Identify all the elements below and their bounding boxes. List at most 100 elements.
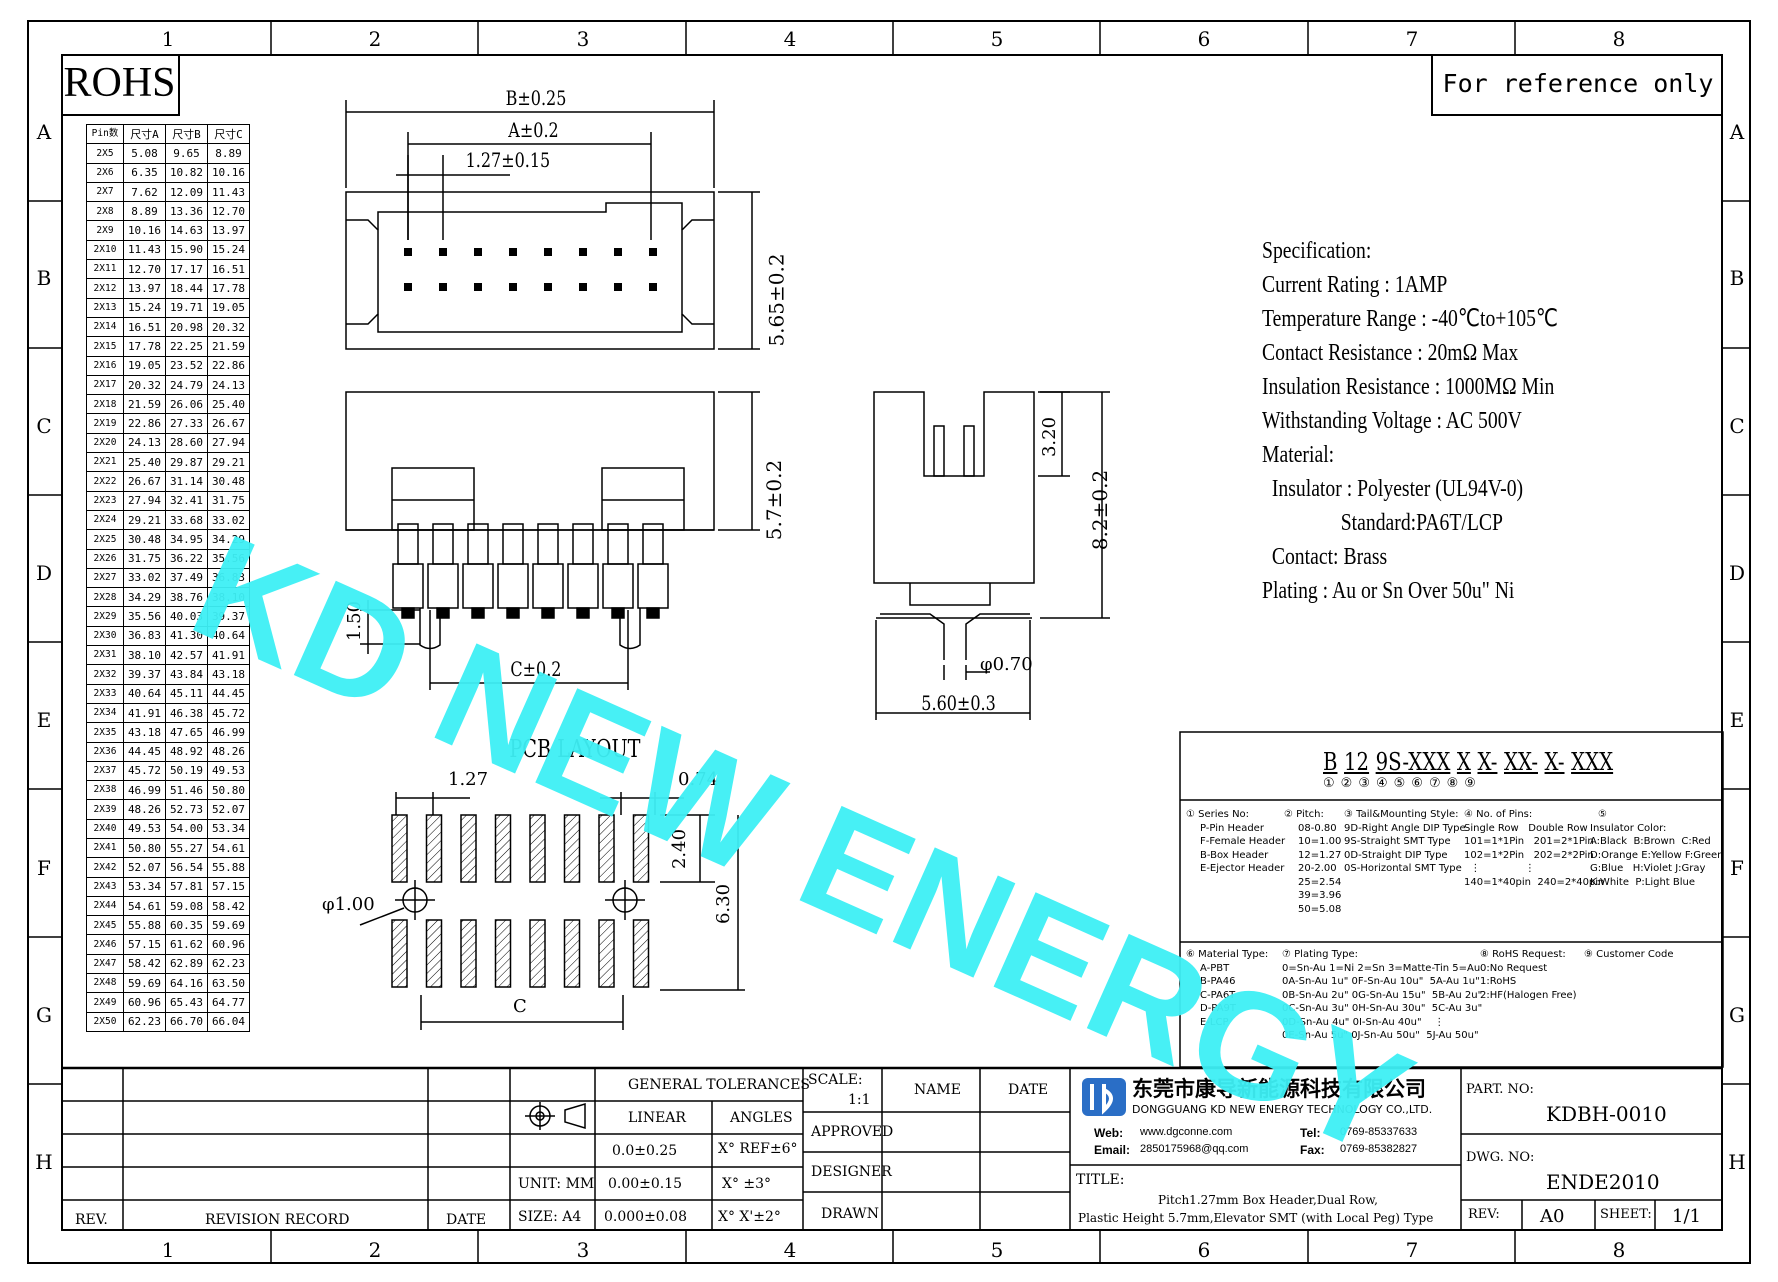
part-code-segment: XXX: [1571, 748, 1614, 776]
tb-rev: REV.: [75, 1212, 108, 1228]
spec-line: Contact: Brass: [1262, 544, 1388, 570]
fax-number: 0769-85382827: [1340, 1143, 1418, 1155]
dim-560: 5.60±0.3: [921, 691, 996, 715]
zone-row-e: E: [36, 708, 52, 732]
part-code-segment: XX-: [1504, 748, 1538, 776]
plating-legend: ⑦ Plating Type: 0=Sn-Au 1=Ni 2=Sn 3=Matt…: [1282, 948, 1482, 1043]
zone-col-1: 1: [161, 27, 175, 51]
tail-item: 9S-Straight SMT Type: [1344, 836, 1451, 847]
pitch-item: 39=3.96: [1298, 890, 1342, 901]
rohs-item: 2:HF(Halogen Free): [1480, 989, 1577, 1001]
series-item: E-Ejector Header: [1200, 863, 1285, 874]
tb-designer: DESIGNER: [811, 1164, 892, 1180]
pin-table-cell: 29.21: [207, 452, 250, 473]
part-code-mark: ⑨: [1464, 776, 1482, 791]
part-code-segment: 9S-XXX: [1375, 748, 1451, 776]
top-view: [345, 100, 760, 350]
top-view-pin: [439, 283, 447, 291]
spec-line: Material:: [1262, 442, 1335, 468]
pcb-pad: [391, 814, 408, 883]
pcb-pad: [598, 919, 615, 988]
tb-title-line1: Pitch1.27mm Box Header,Dual Row,: [1158, 1193, 1378, 1207]
zone-row-c-right: C: [1729, 414, 1745, 438]
zone-col-6-bottom: 6: [1197, 1238, 1211, 1262]
pins-item: 140=1*40pin 240=2*40pin: [1464, 876, 1605, 888]
pcb-layout-title: PCB LAYOUT: [509, 735, 641, 763]
pcb-pad: [598, 814, 615, 883]
plating-item: 0B-Sn-Au 2u" 0G-Sn-Au 15u" 5B-Au 2u": [1282, 989, 1483, 1001]
pitch-item: 08-0.80: [1298, 822, 1337, 834]
zone-col-3-bottom: 3: [576, 1238, 590, 1262]
pitch-item: 20-2.00: [1298, 863, 1337, 874]
tb-sheet-value: 1/1: [1672, 1206, 1701, 1227]
dim-pcb-pitch: 1.27: [448, 769, 489, 790]
pins-item: 101=1*1Pin 201=2*1Pin: [1464, 836, 1594, 847]
top-view-pin: [614, 283, 622, 291]
part-code-mark: ①: [1323, 776, 1341, 791]
tb-general-tolerances: GENERAL TOLERANCES: [628, 1077, 811, 1093]
top-view-pin: [474, 283, 482, 291]
pcb-pad: [460, 814, 477, 883]
series-item: B-Box Header: [1200, 849, 1269, 861]
dim-57: 5.7±0.2: [762, 459, 787, 541]
spec-line: Insulation Resistance : 1000MΩ Min: [1262, 374, 1555, 400]
top-view-pin: [544, 283, 552, 291]
pitch-item: 12=1.27: [1298, 849, 1342, 861]
front-view-tip: [401, 607, 415, 619]
top-view-pin: [614, 248, 622, 256]
pcb-pad: [460, 919, 477, 988]
pcb-pad: [391, 919, 408, 988]
plating-item: 0D-Sn-Au 4u" 0I-Sn-Au 40u" ⋮: [1282, 1016, 1445, 1028]
top-view-pin: [649, 283, 657, 291]
pcb-pad: [529, 919, 546, 988]
front-view-peg: [619, 608, 641, 650]
tail-item: 0D-Straight DIP Type: [1344, 849, 1448, 861]
part-code-mark: ⑦: [1428, 776, 1447, 791]
email-address[interactable]: 2850175968@qq.com: [1140, 1143, 1249, 1155]
tb-dwg-label: DWG. NO:: [1466, 1150, 1535, 1165]
tb-linear: LINEAR: [628, 1110, 686, 1126]
customer-legend: ⑨ Customer Code: [1584, 948, 1674, 962]
rohs-item: 1:RoHS: [1480, 976, 1517, 987]
series-title: ① Series No:: [1186, 809, 1250, 820]
zone-col-7: 7: [1405, 27, 1419, 51]
tb-name: NAME: [914, 1082, 961, 1098]
part-code-segment: B: [1323, 748, 1338, 776]
color-item: D:Orange E:Yellow F:Green: [1590, 849, 1724, 861]
tail-legend: ③ Tail&Mounting Style: 9D-Right Angle DI…: [1344, 808, 1466, 876]
zone-row-e-right: E: [1729, 708, 1745, 732]
web-url[interactable]: www.dgconne.com: [1140, 1126, 1233, 1138]
fax-label: Fax:: [1300, 1143, 1325, 1157]
pcb-pad: [529, 814, 546, 883]
dim-a: A±0.2: [508, 118, 559, 142]
material-item: A-PBT: [1200, 962, 1230, 974]
top-view-pin: [579, 248, 587, 256]
tb-dwg-no: ENDE2010: [1546, 1170, 1660, 1194]
material-item: D-PA9T: [1200, 1003, 1237, 1014]
dim-c02: C±0.2: [510, 657, 562, 681]
top-view-pin: [579, 283, 587, 291]
part-code-mark: ②: [1340, 776, 1359, 791]
top-view-pin: [439, 248, 447, 256]
part-code-marks: ①②③④⑤⑥⑦⑧⑨: [1323, 777, 1482, 790]
